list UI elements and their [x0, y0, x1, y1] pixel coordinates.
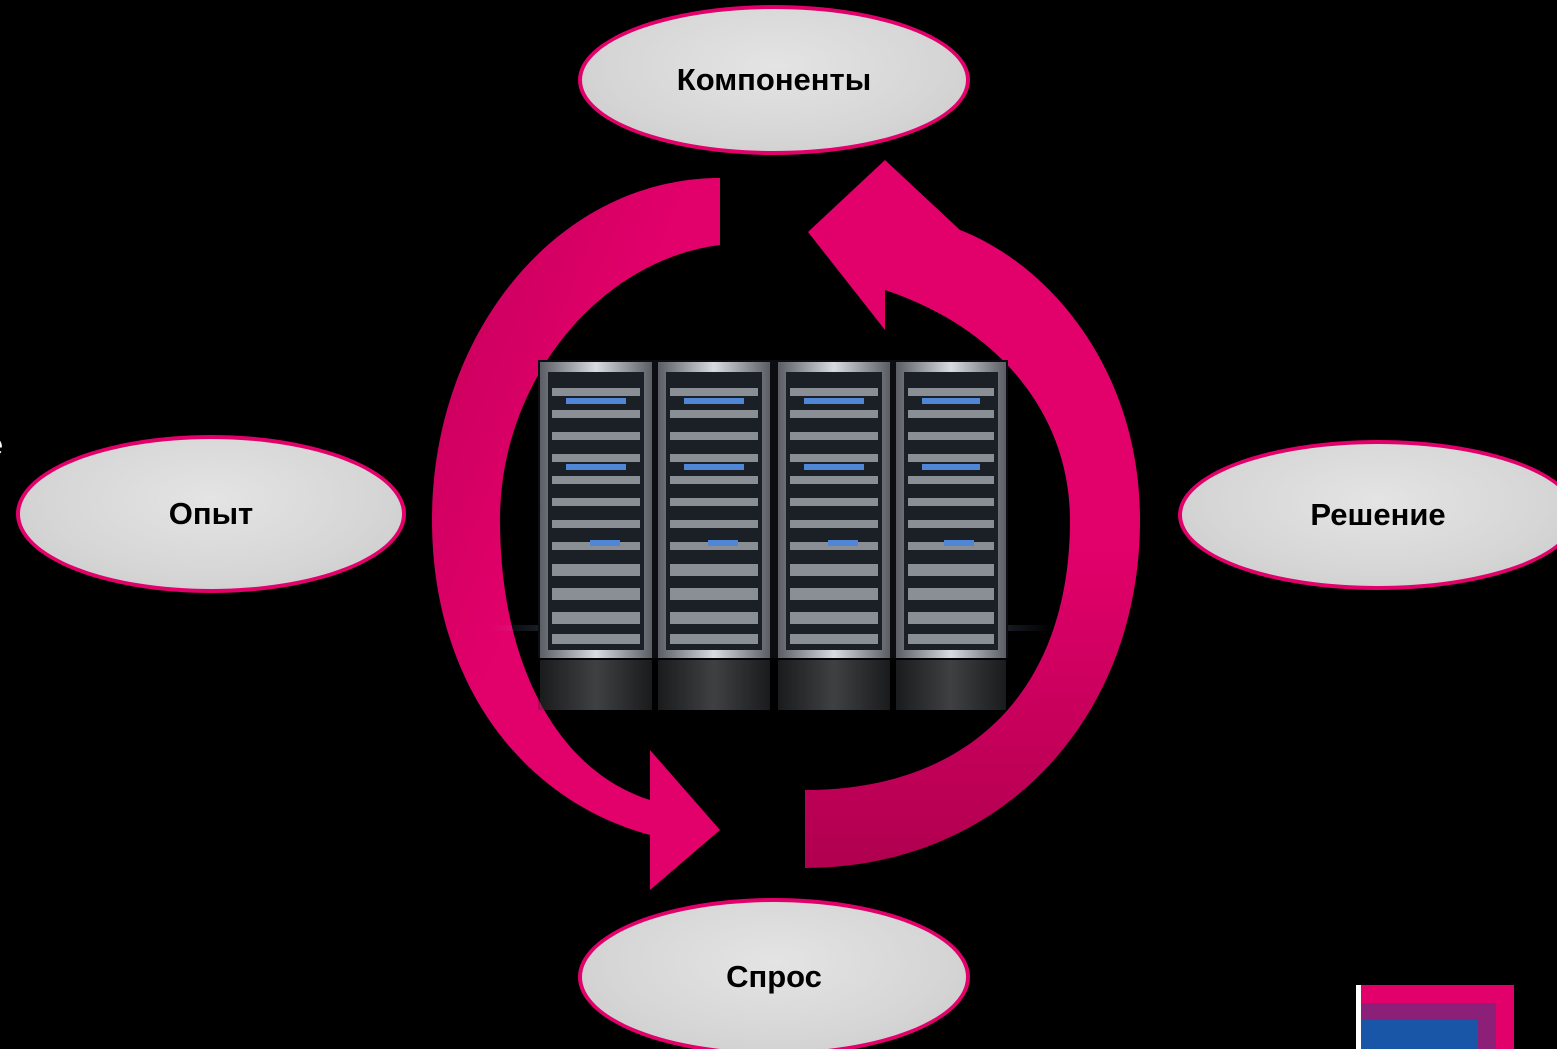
left-edge-text-fragment: е — [0, 427, 3, 463]
node-demand: Спрос — [578, 898, 970, 1049]
right-cycle-arrow — [805, 160, 1140, 868]
rack-2 — [658, 362, 770, 658]
rack-3 — [778, 362, 890, 658]
node-components: Компоненты — [578, 5, 970, 155]
node-experience: Опыт — [16, 435, 406, 593]
rack-1 — [540, 362, 652, 658]
left-cycle-arrow — [432, 178, 720, 890]
server-racks-image — [490, 360, 1052, 710]
node-experience-label: Опыт — [168, 496, 254, 531]
corner-logo — [1356, 985, 1514, 1049]
node-solution: Решение — [1178, 440, 1557, 590]
node-components-label: Компоненты — [676, 62, 872, 97]
rack-4 — [896, 362, 1006, 658]
node-solution-label: Решение — [1310, 497, 1446, 532]
node-demand-label: Спрос — [726, 959, 822, 994]
rack-reflection — [538, 660, 1008, 710]
